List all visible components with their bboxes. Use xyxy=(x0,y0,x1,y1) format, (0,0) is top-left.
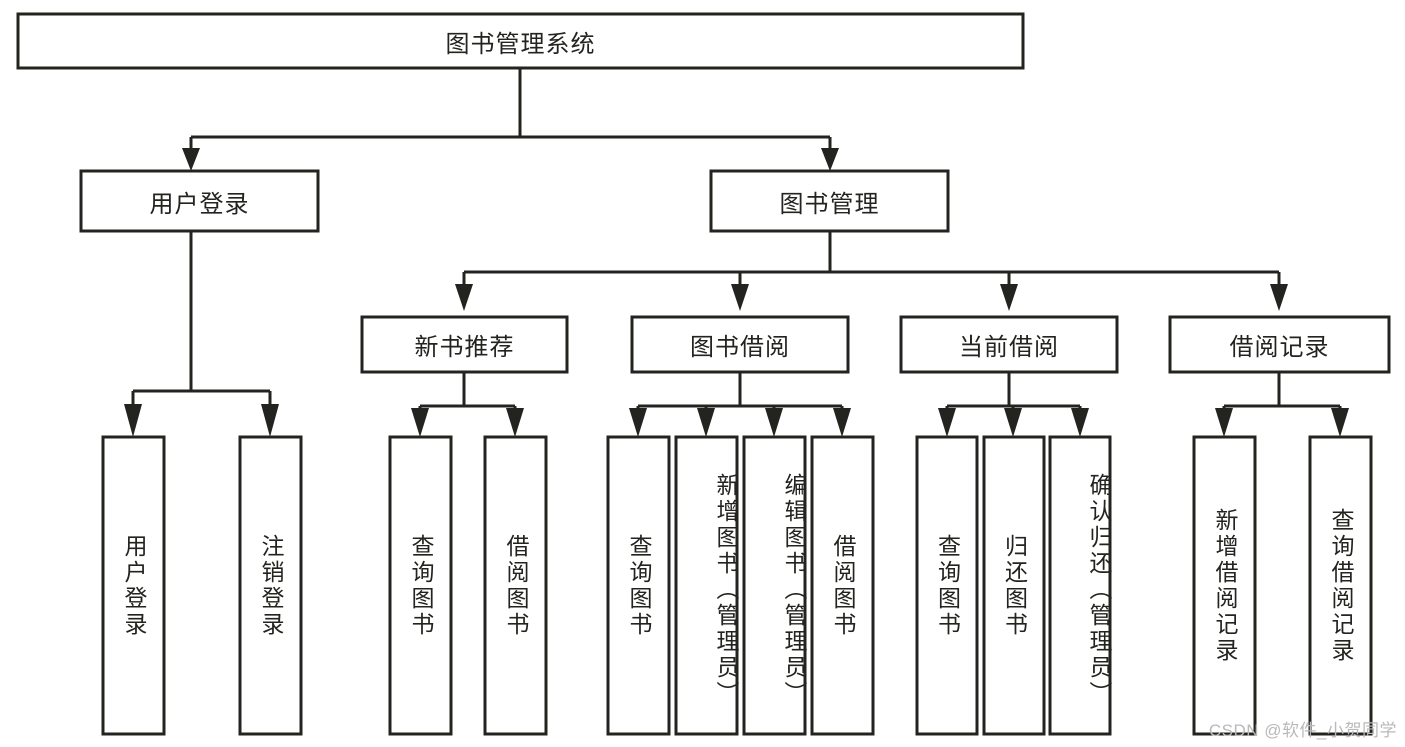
node-box-leaf-return-book[interactable] xyxy=(982,435,1046,736)
node-box-leaf-borrow-book-a[interactable] xyxy=(483,435,548,736)
node-box-leaf-edit-book-admin[interactable] xyxy=(742,435,807,736)
arrowhead-n13 xyxy=(1331,408,1349,437)
arrowhead-l2d xyxy=(1270,284,1288,311)
node-box-leaf-query-borrow-record[interactable] xyxy=(1308,435,1373,736)
arrowhead-n1 xyxy=(124,404,142,437)
arrowhead-n2 xyxy=(261,404,279,437)
edges-layer xyxy=(124,68,1349,437)
node-box-leaf-query-book-c[interactable] xyxy=(915,435,979,736)
node-box-book-borrow[interactable] xyxy=(630,315,850,374)
node-box-current-borrow[interactable] xyxy=(899,315,1119,374)
node-box-root[interactable] xyxy=(16,12,1025,70)
arrowhead-n6 xyxy=(697,408,715,437)
arrowhead-n10 xyxy=(1004,408,1022,437)
arrowhead-l1a xyxy=(182,148,200,171)
node-box-book-management[interactable] xyxy=(709,169,950,233)
node-box-leaf-add-book-admin[interactable] xyxy=(674,435,739,736)
node-box-leaf-user-logout[interactable] xyxy=(238,435,303,736)
arrowhead-l2b xyxy=(731,284,749,311)
node-box-borrow-record[interactable] xyxy=(1168,315,1391,374)
node-box-user-login[interactable] xyxy=(79,169,320,233)
arrowhead-n7 xyxy=(765,408,783,437)
arrowhead-n12 xyxy=(1215,408,1233,437)
node-box-leaf-confirm-return-admin[interactable] xyxy=(1048,435,1112,736)
node-box-leaf-add-borrow-record[interactable] xyxy=(1192,435,1257,736)
arrowhead-n9 xyxy=(938,408,956,437)
node-box-leaf-user-login[interactable] xyxy=(101,435,166,736)
node-box-leaf-borrow-book-b[interactable] xyxy=(810,435,875,736)
nodes-layer xyxy=(16,12,1391,736)
node-box-leaf-query-book-b[interactable] xyxy=(606,435,671,736)
arrowhead-l2a xyxy=(455,284,473,311)
arrowhead-l1b xyxy=(821,148,839,171)
arrowhead-n11 xyxy=(1071,408,1089,437)
arrowhead-n4 xyxy=(506,408,524,437)
arrowhead-n5 xyxy=(629,408,647,437)
arrowhead-n8 xyxy=(833,408,851,437)
arrowhead-l2c xyxy=(1000,284,1018,311)
node-box-leaf-query-book-a[interactable] xyxy=(388,435,453,736)
node-box-new-book-recommend[interactable] xyxy=(360,315,569,374)
arrowhead-n3 xyxy=(411,408,429,437)
